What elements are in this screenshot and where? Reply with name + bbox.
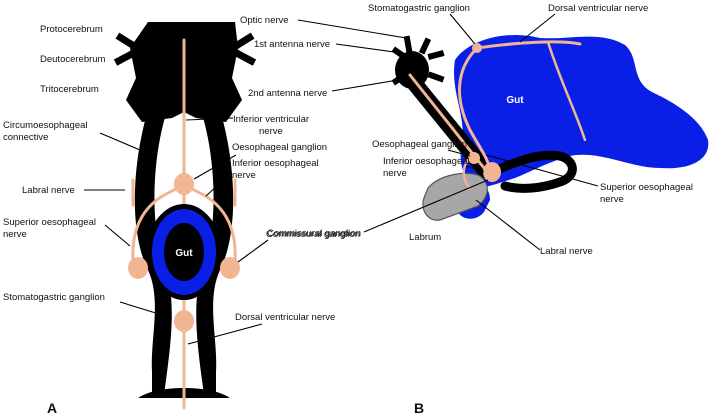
oesophageal-ganglion-a (174, 173, 194, 195)
label-inferior-oesophageal-1-b: Inferior oesophageal (383, 156, 470, 167)
gut-lumen-a (164, 223, 204, 281)
label-superior-oesophageal-1-b: Superior oesophageal (600, 182, 693, 193)
stomatogastric-ganglion-a (174, 310, 194, 332)
label-labral-nerve-a: Labral nerve (22, 185, 75, 196)
label-commissural-ganglion-a: Commissural ganglion (266, 229, 360, 240)
pointer-oesophageal-ganglion-a (193, 154, 237, 180)
panel-letter-a: A (47, 400, 57, 416)
label-antenna-2: 2nd antenna nerve (248, 88, 327, 99)
pointer-dorsal-ventricular-nerve-b (519, 13, 556, 43)
pointer-dorsal-ventricular-nerve-a (187, 323, 263, 345)
label-labral-nerve-b: Labral nerve (540, 246, 593, 257)
label-oesophageal-ganglion-a: Oesophageal ganglion (232, 142, 327, 153)
pointer-commissural-ganglion-b (363, 179, 489, 233)
label-commissural-ganglion-b: Commissural ganglion (267, 228, 361, 239)
label-inferior-oesophageal-1-a: Inferior oesophageal (232, 158, 319, 169)
commissural-ganglion-b (483, 162, 501, 182)
panel-a: Gut Protocerebrum Deutocerebrum Tritocer… (3, 22, 360, 416)
pointer-antenna-2 (331, 79, 399, 92)
pointer-superior-oesophageal-a (104, 224, 131, 247)
pointer-stomatogastric-ganglion-a (119, 301, 173, 319)
label-inferior-ventricular-2: nerve (259, 126, 283, 137)
gut-label-a: Gut (175, 248, 193, 259)
label-inferior-oesophageal-2-a: nerve (232, 170, 256, 181)
oesophageal-ganglion-b (468, 152, 480, 164)
label-stomatogastric-ganglion-b: Stomatogastric ganglion (368, 3, 470, 14)
label-dorsal-ventricular-nerve-a: Dorsal ventricular nerve (235, 312, 335, 323)
pointer-inferior-ventricular (185, 117, 234, 121)
pointer-inferior-oesophageal-b (465, 165, 485, 173)
label-circumoesophageal-1: Circumoesophageal (3, 120, 88, 131)
label-optic-nerve: Optic nerve (240, 15, 289, 26)
label-deutocerebrum: Deutocerebrum (40, 54, 106, 65)
label-stomatogastric-ganglion-a: Stomatogastric ganglion (3, 292, 105, 303)
label-superior-oesophageal-1-a: Superior oesophageal (3, 217, 96, 228)
stomatogastric-ganglion-b (472, 43, 482, 53)
pointer-antenna-1 (335, 43, 395, 53)
label-inferior-oesophageal-2-b: nerve (383, 168, 407, 179)
dorsal-ventricular-branch-1 (546, 40, 587, 142)
pointer-superior-oesophageal-b (485, 154, 599, 187)
labrum (422, 172, 488, 221)
label-tritocerebrum: Tritocerebrum (40, 84, 99, 95)
pointer-circumoesophageal (99, 132, 141, 151)
dorsal-ventricular-branch-2 (458, 46, 492, 172)
commissural-ganglion-right (220, 257, 240, 279)
label-superior-oesophageal-2-b: nerve (600, 194, 624, 205)
label-circumoesophageal-2: connective (3, 132, 48, 143)
pointer-labral-nerve-b (475, 199, 541, 251)
superior-oesophageal-nerve-b (462, 158, 472, 190)
label-superior-oesophageal-2-a: nerve (3, 229, 27, 240)
antenna-stub-right-upper (232, 32, 255, 51)
antenna-stub-left-upper (115, 32, 138, 51)
antenna-stub-right-lower (233, 49, 257, 66)
gut-label-b: Gut (506, 95, 524, 106)
label-inferior-ventricular-1: Inferior ventricular (233, 114, 309, 125)
pointer-stomatogastric-ganglion-b (449, 13, 476, 45)
pointer-commissural-ganglion-a (237, 239, 269, 263)
gut-b (454, 34, 709, 189)
panel-b: Gut Optic nerve 1st anten (240, 3, 709, 416)
pointer-inferior-oesophageal-a (205, 173, 231, 197)
label-labrum: Labrum (409, 232, 441, 243)
label-antenna-1: 1st antenna nerve (254, 39, 330, 50)
panel-letter-b: B (414, 400, 424, 416)
label-protocerebrum: Protocerebrum (40, 24, 103, 35)
pointer-oesophageal-ganglion-b (447, 149, 471, 157)
antenna-stub-left-lower (113, 49, 137, 66)
commissural-ganglion-left (128, 257, 148, 279)
label-oesophageal-ganglion-b: Oesophageal ganglion (372, 139, 467, 150)
dorsal-ventricular-nerve-b (475, 40, 582, 50)
pointer-optic-nerve (297, 19, 407, 39)
connective-loop-b (487, 150, 577, 193)
label-dorsal-ventricular-nerve-b: Dorsal ventricular nerve (548, 3, 648, 14)
